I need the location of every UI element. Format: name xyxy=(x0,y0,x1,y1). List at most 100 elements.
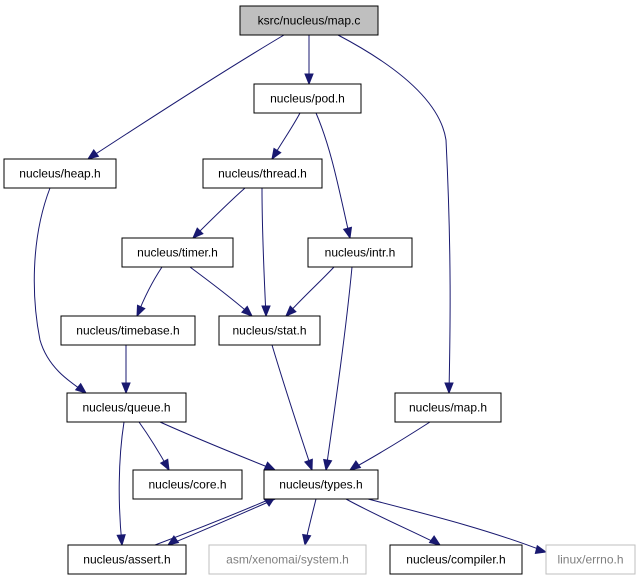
edge-map_c-to-heap_h xyxy=(86,34,285,160)
node-label: nucleus/compiler.h xyxy=(406,553,505,567)
edge-line xyxy=(118,421,125,546)
edge-pod_h-to-thread_h xyxy=(271,112,301,161)
edge-arrowhead xyxy=(271,147,282,161)
edge-map_h-to-types_h xyxy=(348,421,431,471)
edge-types_h-to-system_h xyxy=(302,498,317,547)
node-label: nucleus/intr.h xyxy=(325,246,396,260)
node-box xyxy=(307,237,413,268)
edge-map_c-to-map_h xyxy=(337,34,454,395)
edge-timebase_h-to-queue_h xyxy=(121,345,131,395)
node-queue-h[interactable]: nucleus/queue.h xyxy=(66,392,187,423)
node-intr-h[interactable]: nucleus/intr.h xyxy=(307,237,413,268)
edge-line xyxy=(325,266,353,471)
edge-timer_h-to-stat_h xyxy=(189,266,254,317)
node-box xyxy=(66,392,187,423)
edge-line xyxy=(87,34,285,160)
edge-thread_h-to-stat_h xyxy=(261,187,271,318)
edge-arrowhead xyxy=(534,544,548,555)
edge-arrowhead xyxy=(348,460,362,471)
node-label: asm/xenomai/system.h xyxy=(226,553,349,567)
edge-queue_h-to-core_h xyxy=(138,421,170,472)
edge-pod_h-to-intr_h xyxy=(315,112,353,240)
edge-line xyxy=(33,187,87,394)
node-box xyxy=(394,392,502,423)
node-assert-h[interactable]: nucleus/assert.h xyxy=(67,544,187,575)
edge-arrowhead xyxy=(342,226,353,240)
edge-arrowhead xyxy=(428,535,442,546)
node-box xyxy=(545,544,636,575)
node-box xyxy=(67,544,187,575)
node-compiler-h[interactable]: nucleus/compiler.h xyxy=(389,544,523,575)
node-label: nucleus/assert.h xyxy=(83,553,170,567)
edge-intr_h-to-types_h xyxy=(323,266,353,472)
edge-thread_h-to-timer_h xyxy=(192,187,246,239)
node-box xyxy=(132,469,243,500)
edge-arrowhead xyxy=(261,305,271,318)
edge-heap_h-to-queue_h xyxy=(33,187,88,394)
node-heap-h[interactable]: nucleus/heap.h xyxy=(3,158,117,189)
edge-queue_h-to-types_h xyxy=(159,421,277,471)
node-label: nucleus/stat.h xyxy=(232,324,306,338)
node-label: nucleus/thread.h xyxy=(218,167,307,181)
edge-line xyxy=(345,498,441,546)
node-map-h[interactable]: nucleus/map.h xyxy=(394,392,502,423)
edge-arrowhead xyxy=(121,382,131,395)
edge-assert_h-to-types_h xyxy=(154,496,277,546)
node-box xyxy=(121,237,234,268)
edge-arrowhead xyxy=(86,148,100,160)
node-map-c[interactable]: ksrc/nucleus/map.c xyxy=(239,5,379,36)
edge-line xyxy=(315,112,351,239)
edge-intr_h-to-stat_h xyxy=(285,266,335,317)
edge-arrowhead xyxy=(303,458,313,472)
nodes-layer: ksrc/nucleus/map.c nucleus/pod.h nucleus/h… xyxy=(3,5,636,575)
node-label: linux/errno.h xyxy=(557,553,623,567)
edge-line xyxy=(159,421,276,471)
node-box xyxy=(218,315,321,346)
node-label: nucleus/timebase.h xyxy=(76,324,179,338)
edge-arrowhead xyxy=(136,304,146,318)
node-box xyxy=(202,158,323,189)
edge-arrowhead xyxy=(444,382,454,395)
edge-line xyxy=(349,421,431,471)
edge-arrowhead xyxy=(192,227,204,239)
node-label: nucleus/queue.h xyxy=(82,401,170,415)
edge-arrowhead xyxy=(285,305,297,317)
node-label: nucleus/pod.h xyxy=(270,92,345,106)
node-label: nucleus/map.h xyxy=(409,401,487,415)
edge-types_h-to-errno_h xyxy=(367,498,548,555)
edge-timer_h-to-timebase_h xyxy=(136,266,163,318)
node-label: nucleus/heap.h xyxy=(19,167,100,181)
node-box xyxy=(253,83,362,114)
edge-arrowhead xyxy=(323,458,333,472)
node-box xyxy=(208,544,367,575)
edge-line xyxy=(337,34,451,394)
node-label: nucleus/core.h xyxy=(148,478,226,492)
node-box xyxy=(389,544,523,575)
node-box xyxy=(239,5,379,36)
edge-arrowhead xyxy=(159,458,170,472)
edge-arrowhead xyxy=(263,461,277,471)
node-errno-h: linux/errno.h xyxy=(545,544,636,575)
edge-types_h-to-compiler_h xyxy=(345,498,442,546)
edge-line xyxy=(154,496,276,546)
edge-line xyxy=(192,187,246,239)
edge-arrowhead xyxy=(304,73,314,86)
node-timebase-h[interactable]: nucleus/timebase.h xyxy=(60,315,196,346)
edge-line xyxy=(261,187,267,317)
node-box xyxy=(60,315,196,346)
node-stat-h[interactable]: nucleus/stat.h xyxy=(218,315,321,346)
node-pod-h[interactable]: nucleus/pod.h xyxy=(253,83,362,114)
node-thread-h[interactable]: nucleus/thread.h xyxy=(202,158,323,189)
node-box xyxy=(263,469,379,500)
edge-types_h-to-assert_h xyxy=(166,496,281,546)
node-system-h: asm/xenomai/system.h xyxy=(208,544,367,575)
node-types-h[interactable]: nucleus/types.h xyxy=(263,469,379,500)
node-label: nucleus/timer.h xyxy=(137,246,218,260)
node-core-h[interactable]: nucleus/core.h xyxy=(132,469,243,500)
edge-arrowhead xyxy=(241,305,254,317)
node-timer-h[interactable]: nucleus/timer.h xyxy=(121,237,234,268)
edge-map_c-to-pod_h xyxy=(304,35,314,86)
edge-stat_h-to-types_h xyxy=(271,344,313,472)
node-label: nucleus/types.h xyxy=(279,478,362,492)
